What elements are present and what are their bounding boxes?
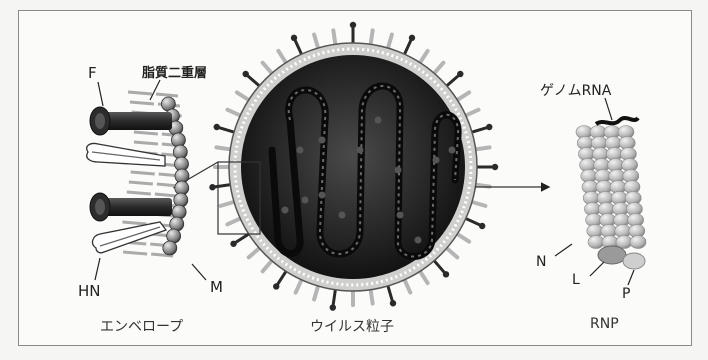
lipid-stripe — [134, 132, 158, 134]
lipid-stripe — [131, 172, 155, 174]
label-hn: HN — [78, 282, 101, 300]
spike-head — [350, 22, 356, 28]
m-bead — [163, 241, 177, 255]
spike-head — [390, 300, 396, 306]
label-l: L — [572, 272, 580, 288]
nucleocapsid-beads — [576, 126, 646, 249]
caption-virus-particle: ウイルス粒子 — [310, 316, 394, 336]
spike-head — [479, 223, 485, 229]
coil-dot — [375, 117, 382, 124]
l-protein — [598, 246, 626, 264]
m-bead — [172, 205, 186, 219]
coil-dot — [395, 167, 402, 174]
f-pointer — [98, 82, 103, 106]
label-p: P — [622, 286, 630, 302]
f-protein — [90, 107, 172, 135]
spike-head — [492, 164, 498, 170]
lipid-stripe — [122, 222, 146, 224]
label-m: M — [210, 278, 223, 296]
lipid-stripe — [156, 94, 178, 96]
f-protein — [90, 193, 172, 221]
spike-head — [273, 283, 279, 289]
coil-dot — [297, 147, 304, 154]
coil-dot — [357, 147, 364, 154]
rnp-detail — [555, 98, 646, 285]
n-protein-bead — [588, 236, 604, 249]
genome-rna-strand — [596, 118, 638, 124]
envelope-detail — [87, 80, 206, 280]
label-lipid-bilayer: 脂質二重層 — [142, 62, 207, 81]
spike-head — [443, 271, 449, 277]
hn-protein — [93, 222, 166, 253]
n-pointer — [555, 244, 572, 256]
coil-dot — [319, 137, 326, 144]
label-genome-rna: ゲノムRNA — [540, 80, 611, 100]
spike-head — [330, 304, 336, 310]
spike-head — [214, 124, 220, 130]
spike-head — [486, 124, 492, 130]
spike-head — [209, 184, 215, 190]
spike-head — [242, 71, 248, 77]
coil-dot — [339, 212, 346, 219]
l-pointer — [590, 262, 604, 276]
lipid-stripe — [129, 182, 153, 184]
coil-dot — [282, 207, 289, 214]
lipid-stripe — [155, 194, 177, 196]
bilayer-pointer — [150, 80, 160, 100]
coil-dot — [319, 192, 326, 199]
spike-head — [291, 35, 297, 41]
m-pointer — [192, 264, 206, 280]
n-protein-bead — [630, 236, 646, 249]
spike-head — [457, 71, 463, 77]
hn-pointer — [95, 258, 100, 280]
coil-dot — [397, 212, 404, 219]
label-f: F — [88, 64, 97, 82]
caption-envelope: エンベロープ — [100, 316, 183, 336]
coil-dot — [449, 147, 456, 154]
lipid-stripe — [127, 192, 151, 194]
virus-particle — [209, 22, 498, 311]
genome-rna-pointer — [605, 98, 612, 120]
coil-dot — [302, 197, 309, 204]
lipid-stripe — [134, 142, 158, 144]
caption-rnp: RNP — [590, 316, 619, 332]
p-pointer — [628, 270, 634, 285]
label-n: N — [536, 254, 546, 270]
hn-protein — [87, 143, 165, 166]
coil-dot — [433, 157, 440, 164]
lipid-stripe — [123, 252, 147, 254]
lipid-stripe — [128, 92, 152, 94]
p-protein — [623, 253, 645, 269]
coil-dot — [415, 237, 422, 244]
spike-head — [409, 35, 415, 41]
lipid-stripe — [130, 102, 154, 104]
spike-head — [230, 241, 236, 247]
